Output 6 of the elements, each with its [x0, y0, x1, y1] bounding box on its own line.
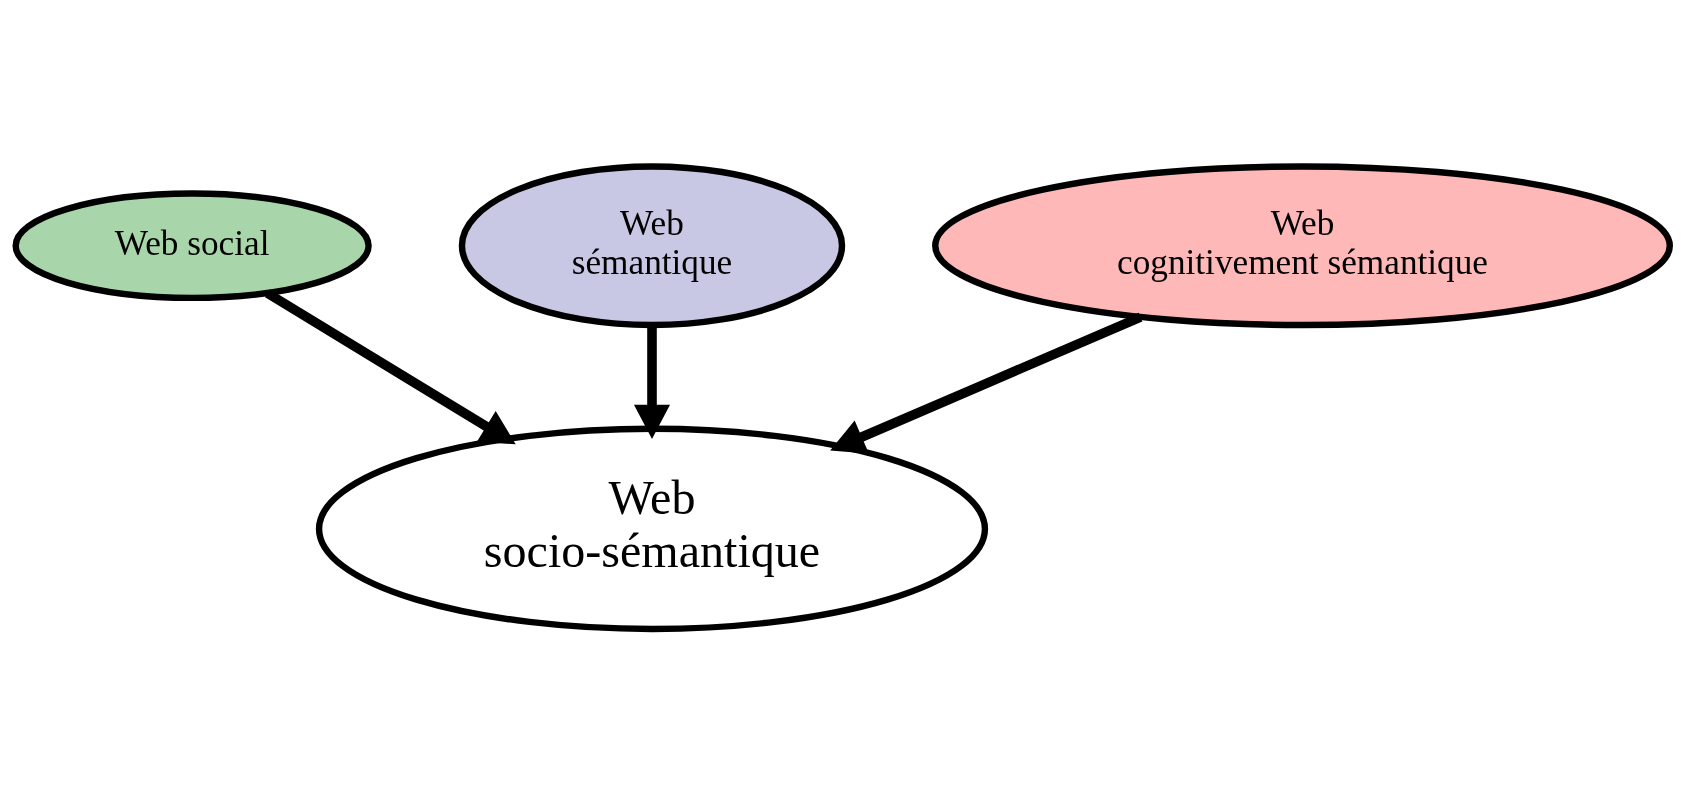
- node-ellipse: Web sémantique: [458, 162, 846, 328]
- node-ellipse: Web social: [12, 189, 372, 301]
- node-ellipse: Web socio-sémantique: [315, 425, 989, 632]
- arrow: [830, 312, 1143, 454]
- arrow: [265, 288, 516, 444]
- node-ellipse: Web cognitivement sémantique: [932, 162, 1673, 328]
